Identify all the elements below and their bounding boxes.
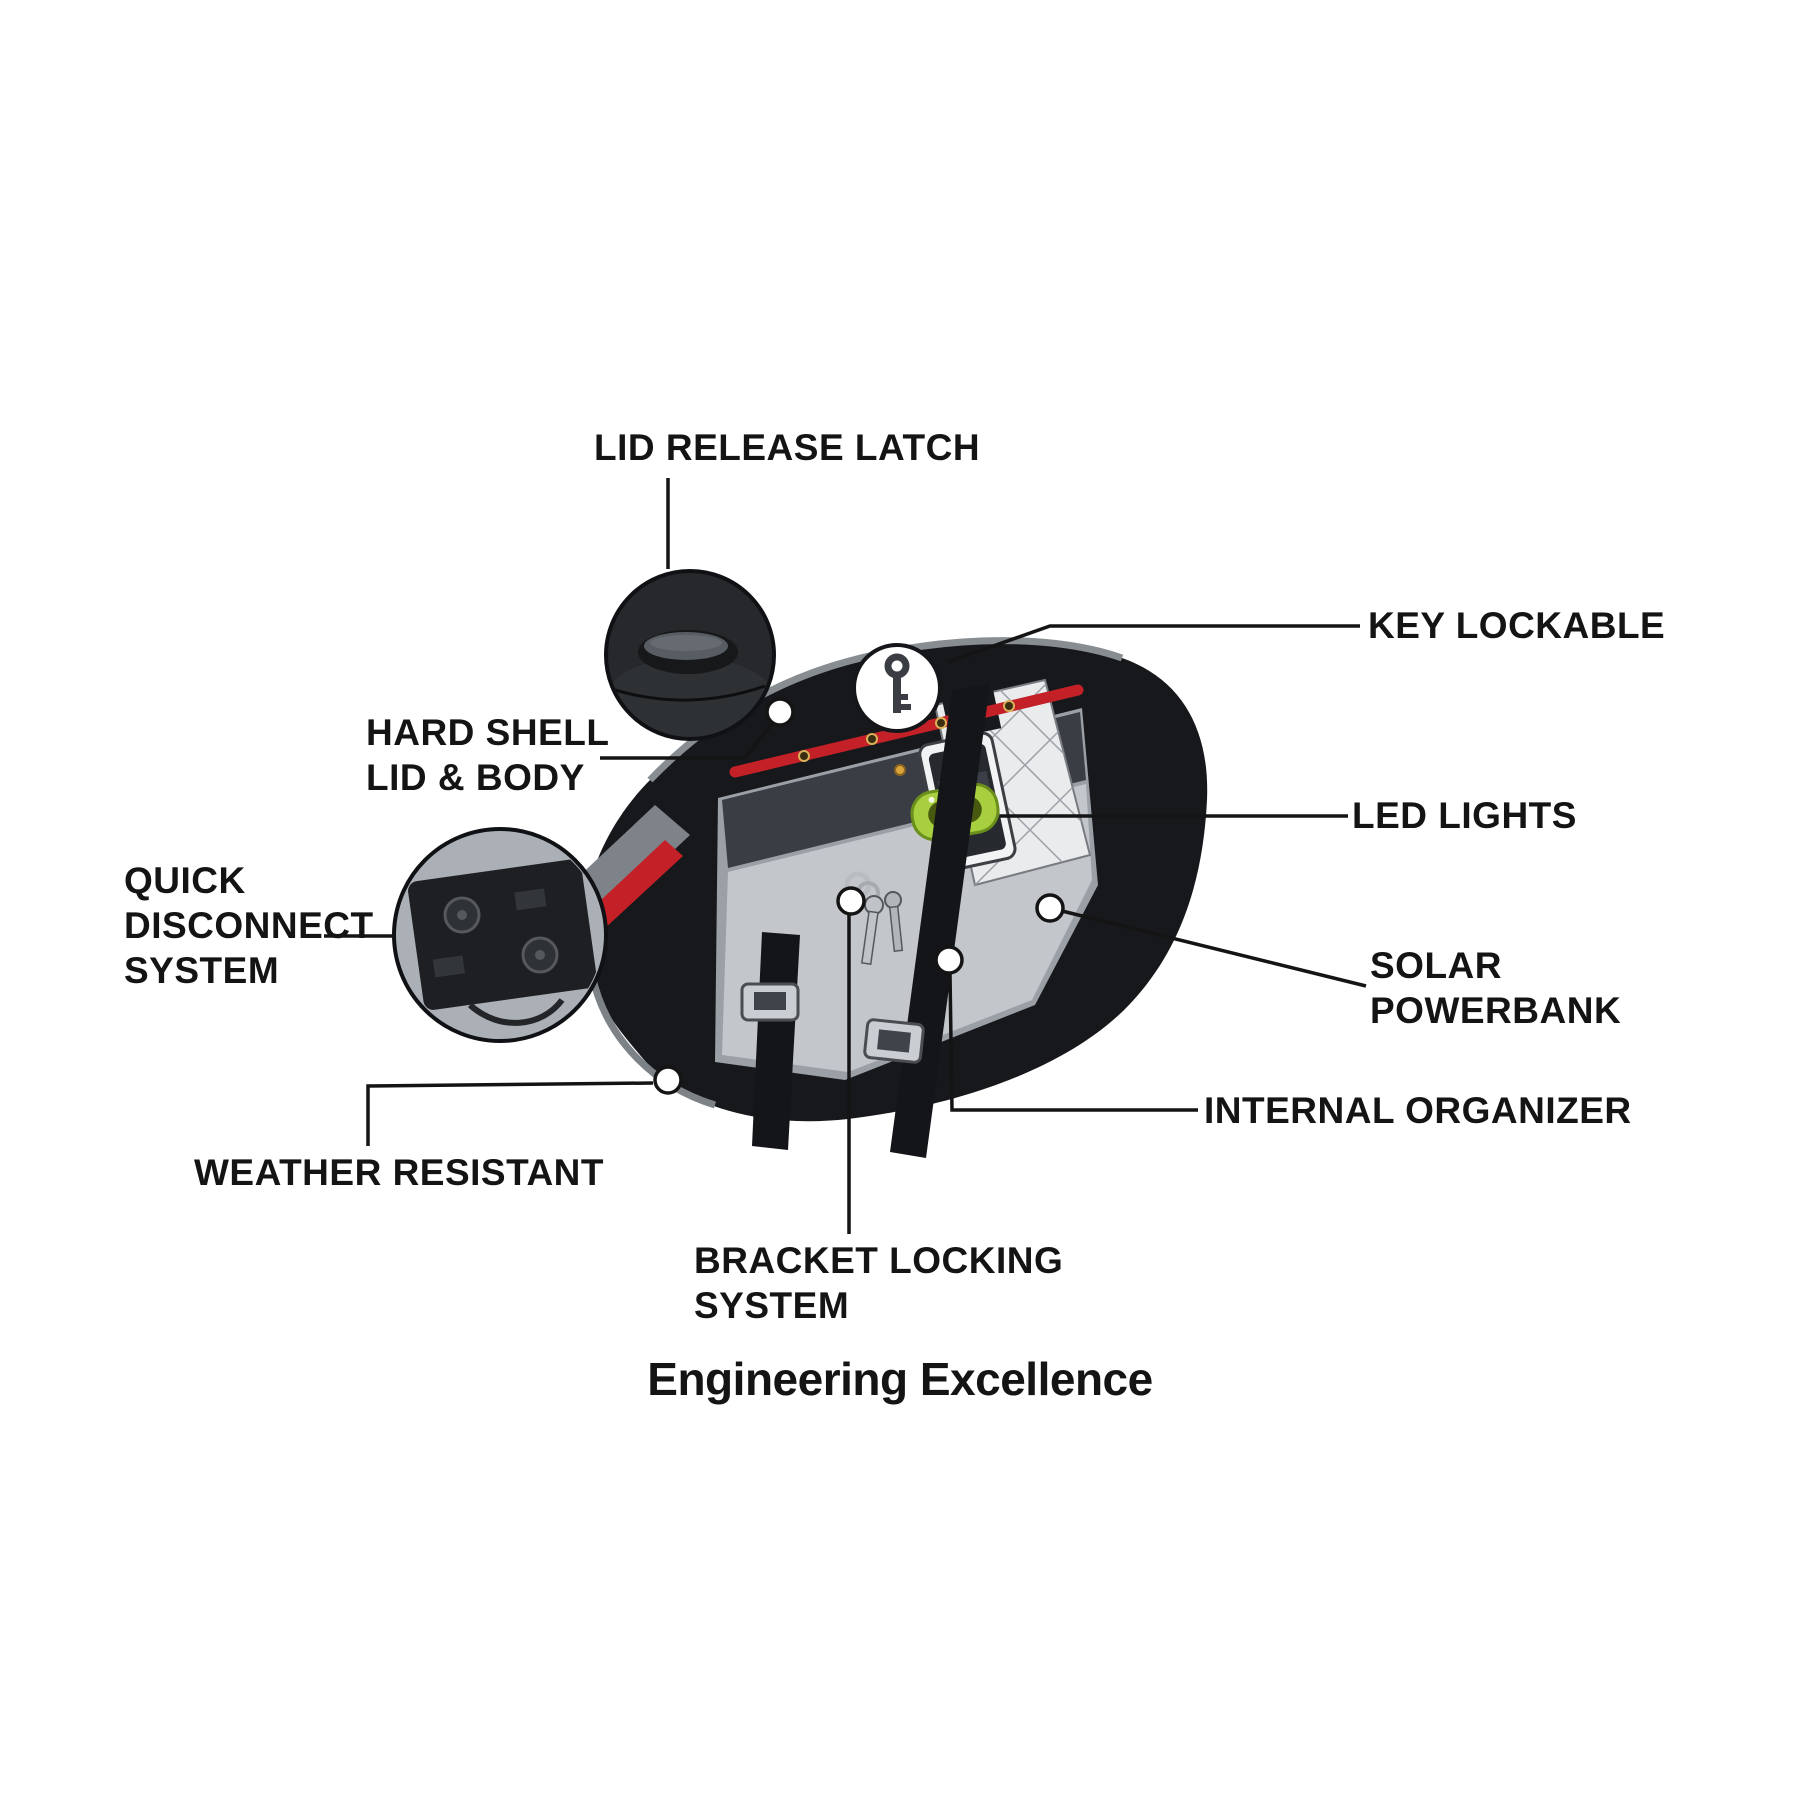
callout-line-hard-shell — [600, 715, 779, 760]
callout-dot-solar-powerbank — [1035, 893, 1065, 923]
callout-dot-hard-shell — [765, 697, 795, 727]
saddlebag-illustration — [575, 637, 1208, 1158]
qd-cable — [467, 998, 565, 1026]
latch-detail-inset — [604, 569, 776, 741]
label-internal-organizer: INTERNAL ORGANIZER — [1204, 1090, 1632, 1131]
callout-line-solar-powerbank — [1061, 909, 1367, 988]
quick-disconnect-inset — [392, 827, 608, 1043]
callout-dot-internal-organizer — [934, 945, 964, 975]
label-led-lights: LED LIGHTS — [1352, 795, 1577, 836]
callout-lines — [324, 478, 1367, 1234]
side-chevron-band — [575, 805, 690, 910]
callout-points — [653, 697, 1065, 1095]
label-hard-shell-lid-body: HARD SHELL LID & BODY — [366, 712, 610, 799]
label-solar-powerbank: SOLAR POWERBANK — [1370, 945, 1622, 1032]
strap-right — [863, 684, 990, 1158]
callout-dot-bracket-locking — [836, 886, 866, 916]
callout-line-internal-organizer — [948, 973, 1198, 1112]
key-icon — [884, 653, 911, 713]
gold-screw — [894, 764, 906, 776]
label-lid-release-latch: LID RELEASE LATCH — [594, 427, 981, 468]
mounting-plate — [408, 859, 597, 1010]
callout-dot-weather-resistant — [653, 1065, 683, 1095]
caption-engineering-excellence: Engineering Excellence — [647, 1353, 1153, 1405]
side-red-stripe — [585, 840, 683, 930]
label-weather-resistant: WEATHER RESISTANT — [194, 1152, 605, 1193]
strap-left — [740, 932, 800, 1150]
stripe-rivets — [798, 700, 1015, 762]
label-key-lockable: KEY LOCKABLE — [1368, 605, 1666, 646]
bottom-piping — [588, 974, 717, 1109]
callout-line-weather-resistant — [366, 1081, 654, 1146]
label-quick-disconnect-system: QUICK DISCONNECT SYSTEM — [124, 860, 374, 992]
label-bracket-locking-system: BRACKET LOCKING SYSTEM — [694, 1240, 1064, 1327]
key-lock-badge — [852, 643, 942, 733]
keys — [844, 871, 904, 965]
callout-line-key-lockable — [947, 624, 1360, 664]
